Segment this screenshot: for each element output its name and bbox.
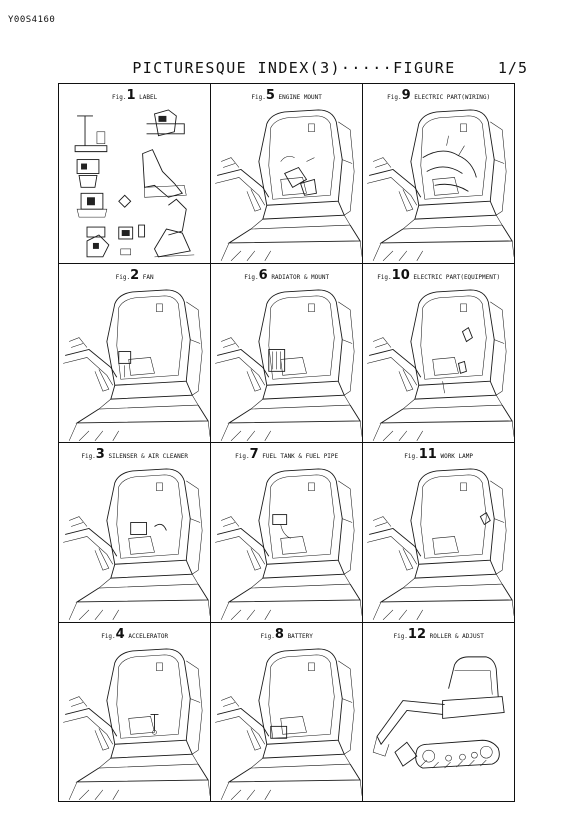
figure-caption: Fig.11 WORK LAMP [363, 447, 514, 462]
fig-number: 8 [274, 626, 284, 642]
electric-wiring-illustration [366, 109, 515, 262]
fig-number: 9 [401, 88, 411, 103]
fig-number: 4 [115, 626, 125, 642]
figure-caption: Fig.10 ELECTRIC PART(EQUIPMENT) [363, 268, 514, 283]
fig-label: LABEL [139, 94, 158, 101]
fig-label: ELECTRIC PART(WIRING) [414, 94, 491, 101]
fig-prefix: Fig. [251, 94, 266, 101]
fan-illustration [62, 288, 211, 441]
fig-prefix: Fig. [81, 453, 96, 460]
fig-prefix: Fig. [387, 94, 402, 101]
fig-prefix: Fig. [244, 273, 259, 281]
fig-prefix: Fig. [377, 273, 392, 281]
fig-label: ENGINE MOUNT [278, 94, 322, 101]
figure-caption: Fig.4 ACCELERATOR [59, 627, 210, 642]
figure-panel-5[interactable]: Fig.5 ENGINE MOUNT [210, 83, 364, 264]
figure-panel-2[interactable]: Fig.2 FAN [58, 262, 212, 444]
fig-label: RADIATOR & MOUNT [271, 273, 330, 281]
fig-number: 2 [130, 267, 140, 283]
silencer-illustration [62, 468, 211, 621]
fig-prefix: Fig. [115, 273, 131, 281]
figure-caption: Fig.6 RADIATOR & MOUNT [211, 268, 362, 283]
figure-panel-3[interactable]: Fig.3 SILENSER & AIR CLEANER [58, 442, 212, 623]
fuel-tank-illustration [214, 468, 363, 621]
fig-label: ROLLER & ADJUST [429, 632, 484, 640]
radiator-illustration [214, 288, 363, 441]
fig-label: SILENSER & AIR CLEANER [108, 453, 188, 460]
fig-number: 3 [95, 447, 105, 462]
fig-number: 11 [418, 447, 437, 462]
fig-label: FUEL TANK & FUEL PIPE [262, 453, 339, 460]
figure-panel-12[interactable]: Fig.12 ROLLER & ADJUST [362, 621, 516, 803]
fig-number: 5 [265, 88, 275, 103]
document-code: Y00S4160 [8, 15, 56, 25]
accelerator-illustration [62, 647, 211, 800]
figure-panel-8[interactable]: Fig.8 BATTERY [210, 621, 364, 803]
fig-prefix: Fig. [112, 94, 127, 101]
figure-caption: Fig.3 SILENSER & AIR CLEANER [59, 447, 210, 462]
fig-prefix: Fig. [235, 453, 250, 460]
fig-number: 10 [391, 267, 410, 283]
fig-prefix: Fig. [404, 453, 419, 460]
engine-mount-illustration [214, 109, 363, 262]
fig-number: 1 [126, 88, 136, 103]
fig-label: ACCELERATOR [128, 632, 169, 640]
fig-label: FAN [142, 273, 154, 281]
fig-prefix: Fig. [260, 632, 275, 640]
fig-label: BATTERY [287, 632, 313, 640]
figure-caption: Fig.5 ENGINE MOUNT [211, 88, 362, 103]
electric-equipment-illustration [366, 288, 515, 441]
fig-label: WORK LAMP [440, 453, 473, 460]
figure-panel-6[interactable]: Fig.6 RADIATOR & MOUNT [210, 262, 364, 444]
figure-caption: Fig.2 FAN [59, 268, 210, 283]
fig-prefix: Fig. [101, 632, 116, 640]
battery-illustration [214, 647, 363, 800]
page-number: 1/5 [497, 59, 528, 77]
figure-panel-1[interactable]: Fig.1 LABEL [58, 83, 212, 264]
figure-index-grid: Fig.1 LABEL Fig.5 ENGINE MOUNT [58, 83, 516, 803]
fig-number: 6 [258, 267, 268, 283]
figure-panel-4[interactable]: Fig.4 ACCELERATOR [58, 621, 212, 803]
fig-label: ELECTRIC PART(EQUIPMENT) [413, 273, 501, 281]
figure-caption: Fig.7 FUEL TANK & FUEL PIPE [211, 447, 362, 462]
label-illustration [74, 109, 195, 258]
work-lamp-illustration [366, 468, 515, 621]
figure-panel-11[interactable]: Fig.11 WORK LAMP [362, 442, 516, 623]
figure-panel-10[interactable]: Fig.10 ELECTRIC PART(EQUIPMENT) [362, 262, 516, 444]
figure-caption: Fig.8 BATTERY [211, 627, 362, 642]
figure-panel-7[interactable]: Fig.7 FUEL TANK & FUEL PIPE [210, 442, 364, 623]
figure-caption: Fig.12 ROLLER & ADJUST [363, 627, 514, 642]
figure-caption: Fig.1 LABEL [59, 88, 210, 103]
figure-panel-9[interactable]: Fig.9 ELECTRIC PART(WIRING) [362, 83, 516, 264]
figure-caption: Fig.9 ELECTRIC PART(WIRING) [363, 88, 514, 103]
fig-number: 7 [249, 447, 259, 462]
fig-prefix: Fig. [393, 632, 408, 640]
roller-illustration [372, 655, 505, 769]
page-title: PICTURESQUE INDEX(3)·····FIGURE [132, 59, 456, 77]
fig-number: 12 [407, 626, 427, 642]
